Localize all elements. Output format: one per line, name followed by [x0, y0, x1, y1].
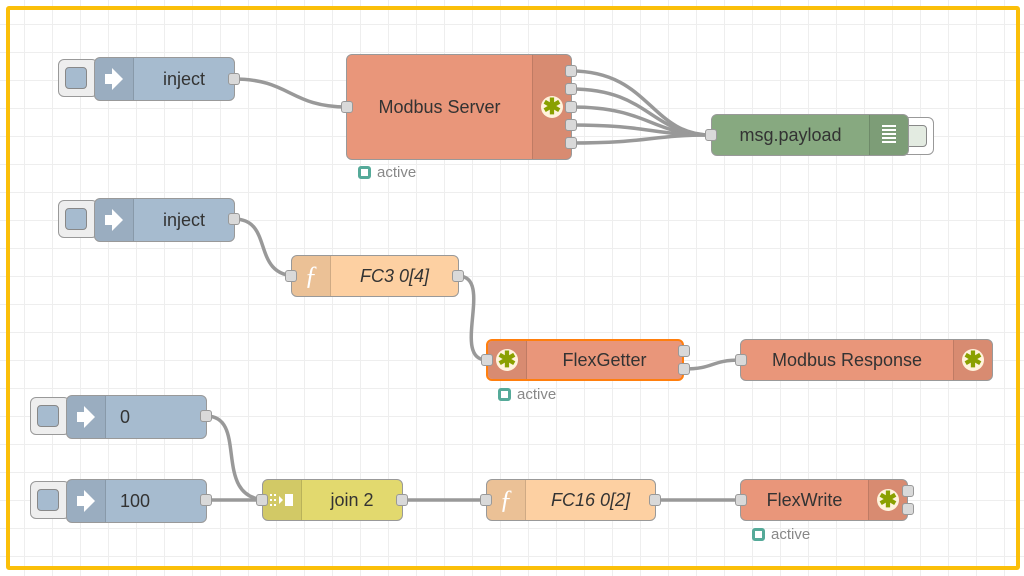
node-label: inject: [162, 209, 206, 230]
input-port[interactable]: [480, 494, 492, 506]
output-port[interactable]: [452, 270, 464, 282]
node-modbus-server[interactable]: Modbus Server ✱: [346, 54, 572, 160]
node-flexwrite[interactable]: FlexWrite ✱: [740, 479, 908, 521]
wire-flexgetter-response[interactable]: [683, 358, 742, 371]
node-label: FC16 0[2]: [550, 489, 631, 510]
node-inject-2[interactable]: inject: [94, 198, 235, 242]
wire-server-out5-debug[interactable]: [570, 133, 712, 145]
node-label: FlexWrite: [766, 489, 843, 510]
wire-fc3-flexgetter[interactable]: [457, 274, 488, 362]
arrow-in-icon: [67, 480, 106, 522]
status-indicator: active: [752, 526, 810, 543]
node-inject-100[interactable]: 100: [66, 479, 207, 523]
output-port[interactable]: [228, 73, 240, 85]
output-port-4[interactable]: [565, 119, 577, 131]
arrow-in-icon: [95, 58, 134, 100]
input-port[interactable]: [735, 494, 747, 506]
node-inject-0[interactable]: 0: [66, 395, 207, 439]
arrow-in-icon: [67, 396, 106, 438]
input-port[interactable]: [735, 354, 747, 366]
output-port[interactable]: [649, 494, 661, 506]
output-port-2[interactable]: [902, 503, 914, 515]
input-port[interactable]: [256, 494, 268, 506]
function-icon: ƒ: [292, 256, 331, 296]
node-label: FlexGetter: [562, 349, 647, 370]
function-icon: ƒ: [487, 480, 526, 520]
node-label: FC3 0[4]: [359, 265, 430, 286]
status-dot-icon: [358, 166, 371, 179]
status-indicator: active: [358, 164, 416, 181]
input-port[interactable]: [705, 129, 717, 141]
inject-trigger-button[interactable]: [58, 59, 98, 97]
node-function-fc16[interactable]: ƒ FC16 0[2]: [486, 479, 656, 521]
node-label: inject: [162, 68, 206, 89]
modbus-icon: ✱: [532, 55, 571, 159]
wire-inject1-modbus-server[interactable]: [233, 77, 348, 109]
output-port-3[interactable]: [565, 101, 577, 113]
node-label: 100: [120, 490, 151, 511]
inject-trigger-button[interactable]: [30, 397, 70, 435]
node-label: Modbus Server: [378, 96, 501, 117]
node-debug[interactable]: msg.payload: [711, 114, 909, 156]
output-port[interactable]: [228, 213, 240, 225]
output-port-2[interactable]: [678, 363, 690, 375]
node-label: join 2: [330, 489, 374, 510]
output-port[interactable]: [200, 494, 212, 506]
input-port[interactable]: [285, 270, 297, 282]
node-label: Modbus Response: [771, 349, 923, 370]
input-port[interactable]: [341, 101, 353, 113]
wire-server-out4-debug[interactable]: [570, 123, 712, 137]
modbus-icon: ✱: [488, 341, 527, 379]
node-label: msg.payload: [739, 124, 842, 145]
status-dot-icon: [498, 388, 511, 401]
output-port-1[interactable]: [902, 485, 914, 497]
join-icon: [263, 480, 302, 520]
node-modbus-response[interactable]: Modbus Response ✱: [740, 339, 993, 381]
status-dot-icon: [752, 528, 765, 541]
output-port[interactable]: [396, 494, 408, 506]
input-port[interactable]: [481, 354, 493, 366]
output-port-2[interactable]: [565, 83, 577, 95]
status-indicator: active: [498, 386, 556, 403]
debug-list-icon: [869, 115, 908, 155]
node-inject-1[interactable]: inject: [94, 57, 235, 101]
inject-trigger-button[interactable]: [30, 481, 70, 519]
node-label: 0: [120, 406, 131, 427]
arrow-in-icon: [95, 199, 134, 241]
inject-trigger-button[interactable]: [58, 200, 98, 238]
output-port-5[interactable]: [565, 137, 577, 149]
wire-inject0-join[interactable]: [205, 414, 269, 502]
modbus-icon: ✱: [868, 480, 907, 520]
output-port-1[interactable]: [678, 345, 690, 357]
output-port-1[interactable]: [565, 65, 577, 77]
node-flexgetter[interactable]: ✱ FlexGetter: [486, 339, 684, 381]
node-function-fc3[interactable]: ƒ FC3 0[4]: [291, 255, 459, 297]
node-join[interactable]: join 2: [262, 479, 403, 521]
wire-inject2-fc3[interactable]: [233, 217, 298, 278]
modbus-icon: ✱: [953, 340, 992, 380]
output-port[interactable]: [200, 410, 212, 422]
